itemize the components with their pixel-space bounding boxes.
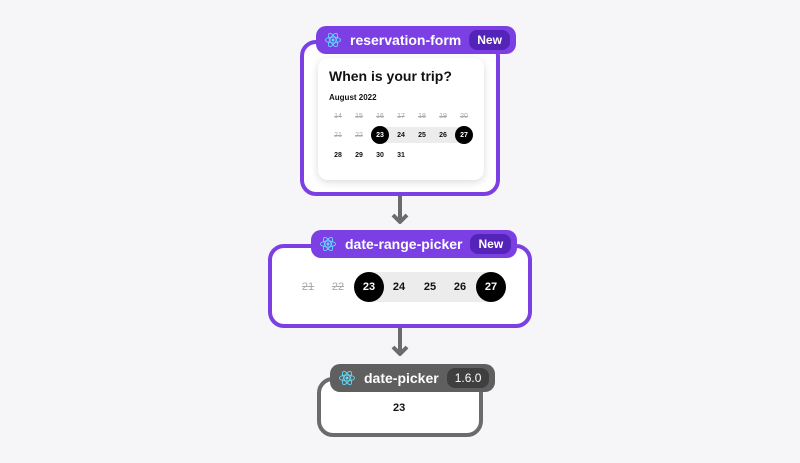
range-day[interactable]: 25 xyxy=(423,281,437,293)
calendar-day[interactable]: 22 xyxy=(355,131,363,139)
calendar-day[interactable]: 31 xyxy=(397,151,405,159)
calendar-title: When is your trip? xyxy=(329,68,452,84)
calendar-day[interactable]: 28 xyxy=(334,151,342,159)
calendar-card: When is your trip? August 2022 14 15 16 … xyxy=(318,58,484,180)
calendar-day: 16 xyxy=(376,112,384,120)
version-badge: 1.6.0 xyxy=(446,368,490,388)
calendar-day: 20 xyxy=(460,112,468,120)
calendar-day[interactable]: 24 xyxy=(397,131,405,139)
calendar-day[interactable]: 30 xyxy=(376,151,384,159)
calendar-day: 14 xyxy=(334,112,342,120)
date-picker-value[interactable]: 23 xyxy=(393,402,406,414)
calendar-day[interactable]: 25 xyxy=(418,131,426,139)
reservation-form-tag[interactable]: reservation-form New xyxy=(316,26,516,54)
arrow-down-icon xyxy=(391,328,409,356)
range-day[interactable]: 21 xyxy=(301,281,315,293)
range-day-selected[interactable]: 27 xyxy=(476,272,506,302)
react-icon xyxy=(320,236,336,252)
range-day[interactable]: 22 xyxy=(331,281,345,293)
calendar-day: 17 xyxy=(397,112,405,120)
calendar-day: 19 xyxy=(439,112,447,120)
arrow-down-icon xyxy=(391,196,409,224)
calendar-day[interactable]: 21 xyxy=(334,131,342,139)
range-highlight xyxy=(369,272,490,302)
calendar-day: 15 xyxy=(355,112,363,120)
range-day[interactable]: 24 xyxy=(392,281,406,293)
date-picker-tag[interactable]: date-picker 1.6.0 xyxy=(330,364,496,392)
date-range-picker-tag[interactable]: date-range-picker New xyxy=(311,230,518,258)
date-picker-name: date-picker xyxy=(364,370,439,386)
calendar-day[interactable]: 26 xyxy=(439,131,447,139)
range-day-selected[interactable]: 23 xyxy=(354,272,384,302)
react-icon xyxy=(339,370,355,386)
calendar-day-selected[interactable]: 23 xyxy=(371,126,389,144)
react-icon xyxy=(325,32,341,48)
range-day[interactable]: 26 xyxy=(453,281,467,293)
calendar-day-selected[interactable]: 27 xyxy=(455,126,473,144)
calendar-day: 18 xyxy=(418,112,426,120)
calendar-month: August 2022 xyxy=(329,93,377,102)
new-badge: New xyxy=(469,30,510,50)
reservation-form-name: reservation-form xyxy=(350,32,462,48)
calendar-day[interactable]: 29 xyxy=(355,151,363,159)
new-badge: New xyxy=(470,234,512,254)
calendar-range-highlight xyxy=(380,127,464,143)
date-range-picker-name: date-range-picker xyxy=(345,236,463,252)
